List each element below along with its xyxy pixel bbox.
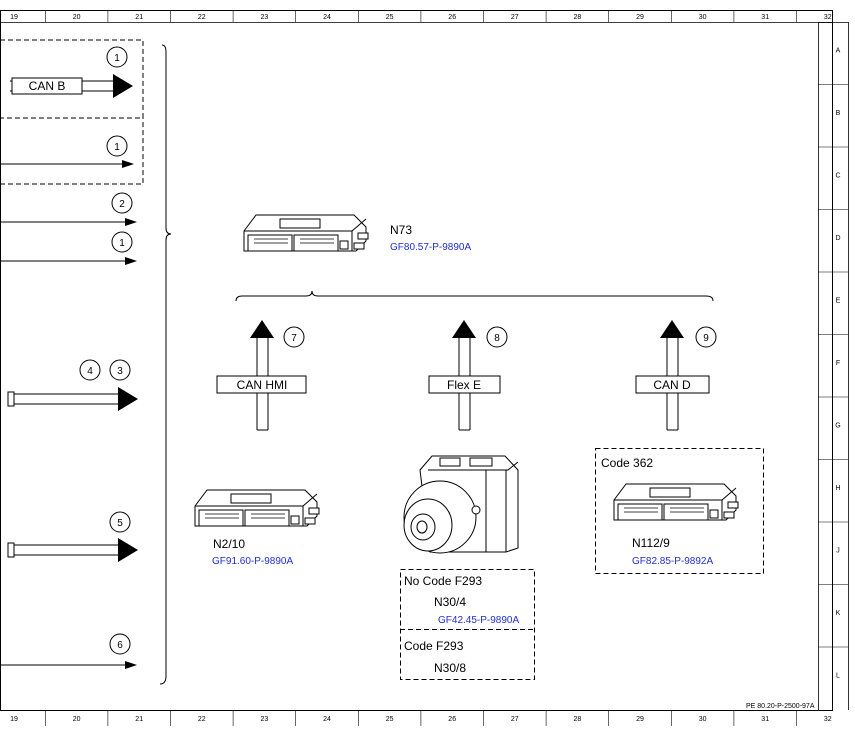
n30-variant1-name: N30/4 [434, 595, 466, 609]
ecu-n73-icon [243, 214, 369, 252]
row-label-F: F [836, 360, 840, 367]
row-label-E: E [836, 297, 841, 304]
n73-ref-link[interactable]: GF80.57-P-9890A [390, 242, 471, 253]
column-label-25-top: 25 [386, 14, 394, 21]
column-label-26-top: 26 [448, 14, 456, 21]
n30-variant-box [400, 569, 535, 680]
left-callouts: 1 1 2 1 4 3 5 6 [79, 46, 133, 655]
column-label-20-top: 20 [73, 14, 81, 21]
vertical-brace [159, 44, 172, 685]
column-label-20-bottom: 20 [73, 716, 81, 723]
doc-code: PE 80.20-P-2500-97A [746, 703, 815, 710]
row-label-H: H [835, 485, 840, 492]
n30-variant1-ref-link[interactable]: GF42.45-P-9890A [438, 615, 519, 626]
n112-ref-link[interactable]: GF82.85-P-9892A [632, 556, 713, 567]
left-dashed-group-top [0, 39, 144, 185]
column-label-29-top: 29 [636, 14, 644, 21]
column-label-31-bottom: 31 [761, 716, 769, 723]
callout-1b: 1 [114, 142, 120, 153]
ecu-n2-10-icon [194, 489, 320, 527]
row-label-A: A [836, 47, 841, 54]
column-label-27-bottom: 27 [511, 716, 519, 723]
signal-arrow-6 [0, 661, 137, 669]
ecu-n112-9-icon [613, 483, 739, 521]
signal-arrow-1b [0, 160, 134, 168]
n30-variant2-code: Code F293 [404, 639, 464, 653]
can-d-label: CAN D [653, 378, 691, 392]
callout-4: 4 [87, 366, 93, 377]
row-label-C: C [835, 172, 840, 179]
n112-code: Code 362 [601, 456, 653, 470]
bus-arrow-can-d: CAN D 9 [635, 320, 717, 431]
bus-arrow-can-hmi: CAN HMI 7 [216, 320, 307, 431]
callout-2: 2 [119, 199, 125, 210]
row-label-G: G [835, 422, 840, 429]
column-label-30-bottom: 30 [699, 716, 707, 723]
row-ruler: A B C D E F G H J K L [818, 47, 848, 679]
callout-8: 8 [494, 333, 500, 344]
flex-e-label: Flex E [447, 378, 481, 392]
column-label-27-top: 27 [511, 14, 519, 21]
row-label-L: L [836, 672, 840, 679]
column-label-30-top: 30 [699, 14, 707, 21]
n112-name: N112/9 [632, 536, 670, 550]
signal-arrow-1c [0, 257, 137, 265]
callout-9: 9 [703, 333, 709, 344]
row-label-J: J [836, 547, 840, 554]
horizontal-brace [235, 290, 714, 302]
column-label-31-top: 31 [761, 14, 769, 21]
column-label-26-bottom: 26 [448, 716, 456, 723]
n2-10-ref-link[interactable]: GF91.60-P-9890A [212, 556, 293, 567]
row-label-K: K [836, 610, 841, 617]
callout-7: 7 [291, 333, 297, 344]
can-b-label: CAN B [29, 79, 66, 93]
n2-10-name: N2/10 [213, 537, 245, 551]
frame [0, 10, 849, 711]
column-ruler: 1919202021212222232324242525262627272828… [10, 10, 832, 726]
hydraulic-unit-icon [403, 455, 519, 554]
column-label-28-bottom: 28 [574, 716, 582, 723]
bus-arrow-flex-e: Flex E 8 [428, 320, 508, 431]
signal-arrow-4-3 [7, 387, 138, 411]
signal-arrow-2 [0, 218, 137, 226]
n112-code-box [595, 448, 764, 574]
signal-arrow-5 [7, 538, 138, 562]
column-label-25-bottom: 25 [386, 716, 394, 723]
callout-3: 3 [117, 366, 123, 377]
column-label-23-bottom: 23 [261, 716, 269, 723]
column-label-32-bottom: 32 [824, 716, 832, 723]
callout-1a: 1 [114, 53, 120, 64]
callout-1c: 1 [119, 238, 125, 249]
column-label-21-bottom: 21 [135, 716, 143, 723]
row-label-D: D [835, 235, 840, 242]
column-label-24-top: 24 [323, 14, 331, 21]
row-label-B: B [836, 110, 841, 117]
callout-5: 5 [117, 518, 123, 529]
n73-name: N73 [390, 223, 412, 237]
n30-variant2-name: N30/8 [434, 661, 466, 675]
can-hmi-label: CAN HMI [237, 378, 288, 392]
column-label-28-top: 28 [574, 14, 582, 21]
column-label-19-top: 19 [10, 14, 18, 21]
column-label-32-top: 32 [824, 14, 832, 21]
n30-variant1-code: No Code F293 [404, 574, 482, 588]
column-label-21-top: 21 [135, 14, 143, 21]
column-label-24-bottom: 24 [323, 716, 331, 723]
column-label-19-bottom: 19 [10, 716, 18, 723]
column-label-29-bottom: 29 [636, 716, 644, 723]
column-label-22-top: 22 [198, 14, 206, 21]
column-label-23-top: 23 [261, 14, 269, 21]
callout-6: 6 [117, 640, 123, 651]
column-label-22-bottom: 22 [198, 716, 206, 723]
can-b-signal: CAN B [10, 74, 133, 98]
